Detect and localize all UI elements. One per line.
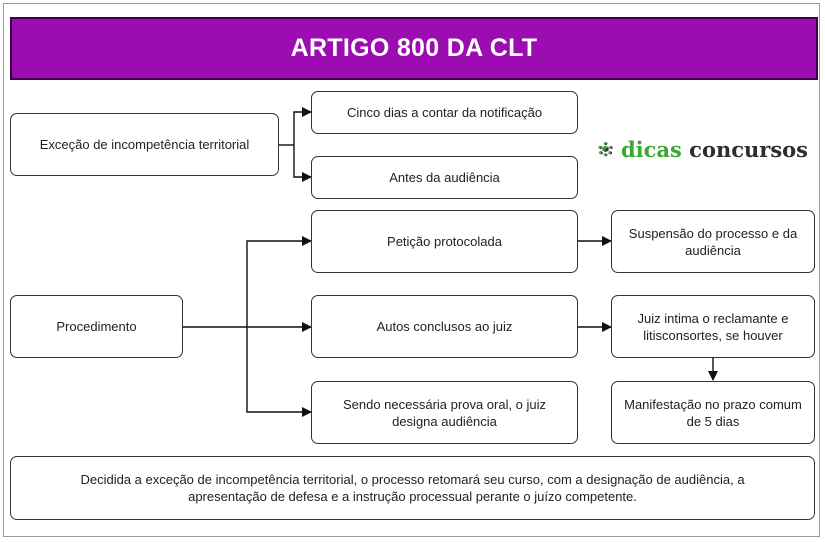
logo-word-concursos: concursos [689,136,808,162]
node-conclusao: Decidida a exceção de incompetência terr… [10,456,815,520]
logo-word-dicas: dicas [620,136,682,162]
node-peticao: Petição protocolada [311,210,578,273]
connector-excecao-cinco [293,107,312,145]
node-cinco-dias: Cinco dias a contar da notificação [311,91,578,134]
node-autos: Autos conclusos ao juiz [311,295,578,358]
logo-text: dicas concursos [621,137,808,162]
node-juiz-intima: Juiz intima o reclamante e litisconsorte… [611,295,815,358]
node-excecao: Exceção de incompetência territorial [10,113,279,176]
node-antes-audiencia: Antes da audiência [311,156,578,199]
diagram-frame [3,3,820,537]
diagram-title: ARTIGO 800 DA CLT [10,17,818,80]
connector-procedimento-peticao [246,236,312,327]
cube-cluster-icon [598,141,613,157]
node-prova-oral: Sendo necessária prova oral, o juiz desi… [311,381,578,444]
node-manifestacao: Manifestação no prazo comum de 5 dias [611,381,815,444]
node-suspensao: Suspensão do processo e da audiência [611,210,815,273]
connector-excecao-antes [293,145,312,182]
logo: dicas concursos [598,124,808,174]
node-procedimento: Procedimento [10,295,183,358]
connector-procedimento-prova [246,327,312,417]
